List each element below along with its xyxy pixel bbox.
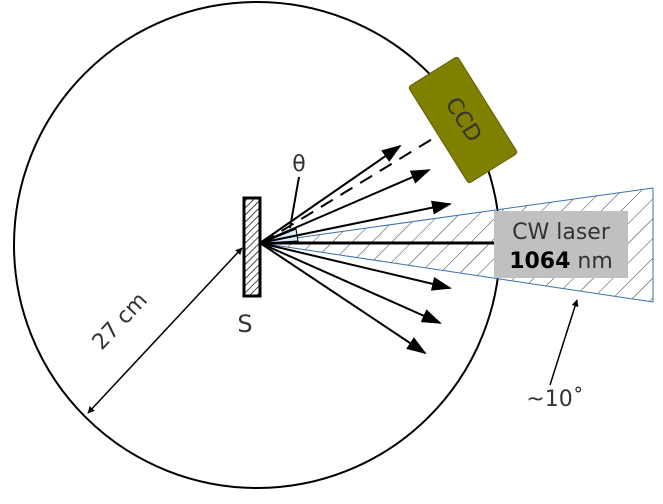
divergence-arrow (549, 299, 579, 386)
scattered-rays (259, 144, 452, 355)
sample-holder (242, 196, 262, 298)
theta-label: θ (292, 152, 305, 177)
scattered-ray (259, 200, 452, 244)
ccd-sight-line (261, 132, 443, 244)
scattered-ray (259, 144, 402, 244)
laser-label: CW laser 1064 nm (494, 211, 628, 278)
laser-wavelength-value: 1064 (509, 249, 570, 274)
scattered-ray (259, 242, 452, 291)
radius-arrow (87, 247, 243, 414)
scattered-ray (259, 169, 431, 244)
radius-label: 27 cm (88, 288, 153, 355)
scattered-ray (259, 242, 442, 324)
laser-wavelength-unit: nm (570, 249, 612, 274)
scattered-ray (259, 242, 427, 355)
theta-leader-line (289, 176, 300, 229)
sample-label: S (237, 310, 252, 338)
ccd-detector: CCD (408, 56, 518, 184)
laser-label-background (494, 211, 628, 278)
laser-wavelength-label: 1064 nm (509, 249, 613, 274)
laser-name-label: CW laser (512, 220, 611, 245)
divergence-label: ~10˚ (526, 387, 583, 412)
